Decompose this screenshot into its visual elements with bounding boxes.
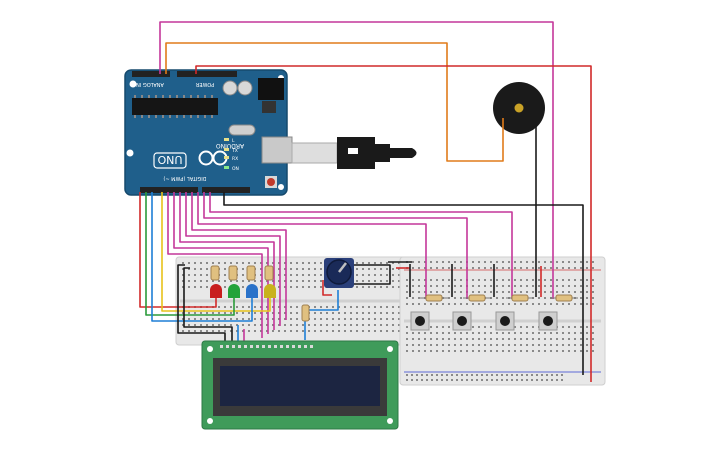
- piezo-buzzer-icon[interactable]: [493, 82, 545, 134]
- resistor-btn-2[interactable]: [463, 294, 491, 302]
- wire-red-pot[interactable]: [322, 280, 332, 296]
- voltage-regulator: [262, 101, 276, 113]
- digital-label: DIGITAL (PWM ~): [163, 175, 206, 181]
- pushbutton-3[interactable]: [495, 311, 515, 331]
- resistor-btn-4[interactable]: [550, 294, 578, 302]
- resistor-btn-3[interactable]: [506, 294, 534, 302]
- pushbutton-1[interactable]: [410, 311, 430, 331]
- l-label: L: [232, 138, 235, 144]
- rx-label: RX: [232, 156, 238, 162]
- wire-magenta-btn-2[interactable]: [197, 192, 427, 299]
- lcd-screen: [220, 366, 380, 406]
- analog-header[interactable]: [132, 71, 170, 77]
- wire-yellow-led[interactable]: [161, 192, 271, 312]
- arduino-uno-board[interactable]: UNO ARDUINO DIGITAL (PWM ~) ANALOG IN PO…: [124, 69, 293, 196]
- wire-green-led[interactable]: [145, 192, 235, 316]
- digital-header-a[interactable]: [140, 187, 198, 193]
- wire-blue-led[interactable]: [151, 192, 253, 322]
- usb-port[interactable]: [261, 136, 293, 164]
- wire-magenta-d[interactable]: [167, 192, 263, 338]
- led-yellow[interactable]: [264, 265, 276, 298]
- crystal: [228, 124, 256, 136]
- led-blue[interactable]: [246, 265, 258, 298]
- wire-magenta-btn-1[interactable]: [191, 192, 287, 320]
- analog-label: ANALOG IN: [136, 81, 164, 87]
- pushbutton-4[interactable]: [538, 311, 558, 331]
- power-jack[interactable]: [258, 78, 284, 100]
- tx-led: [224, 148, 229, 151]
- lcd-16x2-display[interactable]: [201, 340, 399, 430]
- rx-led: [224, 156, 229, 159]
- wire-red-top[interactable]: [195, 65, 592, 382]
- uno-badge: [153, 152, 187, 169]
- led-red[interactable]: [210, 265, 222, 298]
- l-led: [224, 138, 229, 141]
- usb-cable-icon[interactable]: [291, 137, 417, 169]
- atmega-chip: [132, 98, 218, 115]
- wire-black-bb1-a[interactable]: [177, 264, 226, 342]
- uno-label: UNO: [157, 153, 182, 166]
- wire-magenta-top[interactable]: [159, 21, 554, 299]
- potentiometer-icon[interactable]: [324, 258, 354, 288]
- wire-black-pot[interactable]: [346, 264, 391, 285]
- power-header[interactable]: [177, 71, 237, 77]
- wires[interactable]: [139, 21, 592, 382]
- wire-magenta-a[interactable]: [185, 192, 281, 326]
- digital-header-b[interactable]: [202, 187, 250, 193]
- wire-black-bb1-b[interactable]: [183, 267, 233, 342]
- capacitor-1: [222, 80, 238, 96]
- wire-blue-pot[interactable]: [304, 290, 339, 340]
- arduino-brand-label: ARDUINO: [216, 142, 245, 149]
- on-label: ON: [232, 166, 239, 172]
- led-green[interactable]: [228, 265, 240, 298]
- resistor-btn-1[interactable]: [420, 294, 448, 302]
- capacitor-2: [237, 80, 253, 96]
- power-label: POWER: [195, 81, 214, 87]
- wire-orange-top[interactable]: [165, 42, 504, 162]
- on-led: [224, 166, 229, 169]
- resistor-pot-divider[interactable]: [301, 304, 310, 322]
- tx-label: TX: [231, 148, 238, 154]
- wire-black-ground[interactable]: [223, 192, 584, 375]
- wire-magenta-btn-4[interactable]: [209, 192, 513, 299]
- pushbutton-2[interactable]: [452, 311, 472, 331]
- wire-magenta-btn-3[interactable]: [203, 192, 468, 299]
